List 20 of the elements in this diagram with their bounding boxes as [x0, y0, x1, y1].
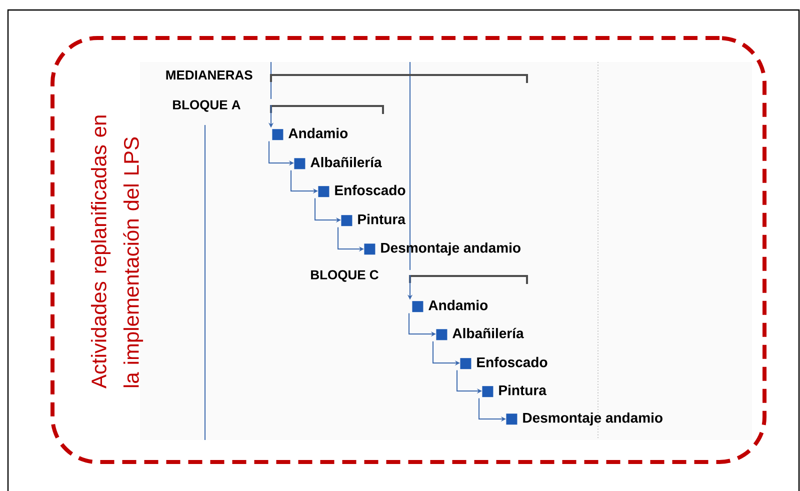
summary-bar: BLOQUE A: [173, 100, 384, 114]
task-bar: Pintura: [482, 384, 547, 398]
node-label: Albañilería: [310, 156, 382, 168]
task-bar: Desmontaje andamio: [506, 412, 662, 426]
node-label: Enfoscado: [335, 184, 406, 196]
node-label: Enfoscado: [477, 356, 548, 368]
task-bar: Albañilería: [294, 156, 382, 170]
summary-bar: BLOQUE C: [311, 270, 528, 284]
node-label: Pintura: [358, 214, 406, 224]
node-label: Pintura: [499, 384, 547, 396]
task-bar: Enfoscado: [318, 184, 406, 198]
node-label: Albañilería: [452, 328, 524, 338]
task-bar: Pintura: [341, 214, 406, 226]
task-bar: Albañilería: [436, 328, 524, 340]
task-bar: Enfoscado: [460, 356, 548, 370]
summary-bar: MEDIANERAS: [166, 70, 528, 83]
node-label: Andamio: [428, 300, 488, 310]
task-bar: Andamio: [412, 300, 488, 312]
node-label: Andamio: [288, 128, 348, 138]
task-bar: Andamio: [272, 128, 348, 140]
